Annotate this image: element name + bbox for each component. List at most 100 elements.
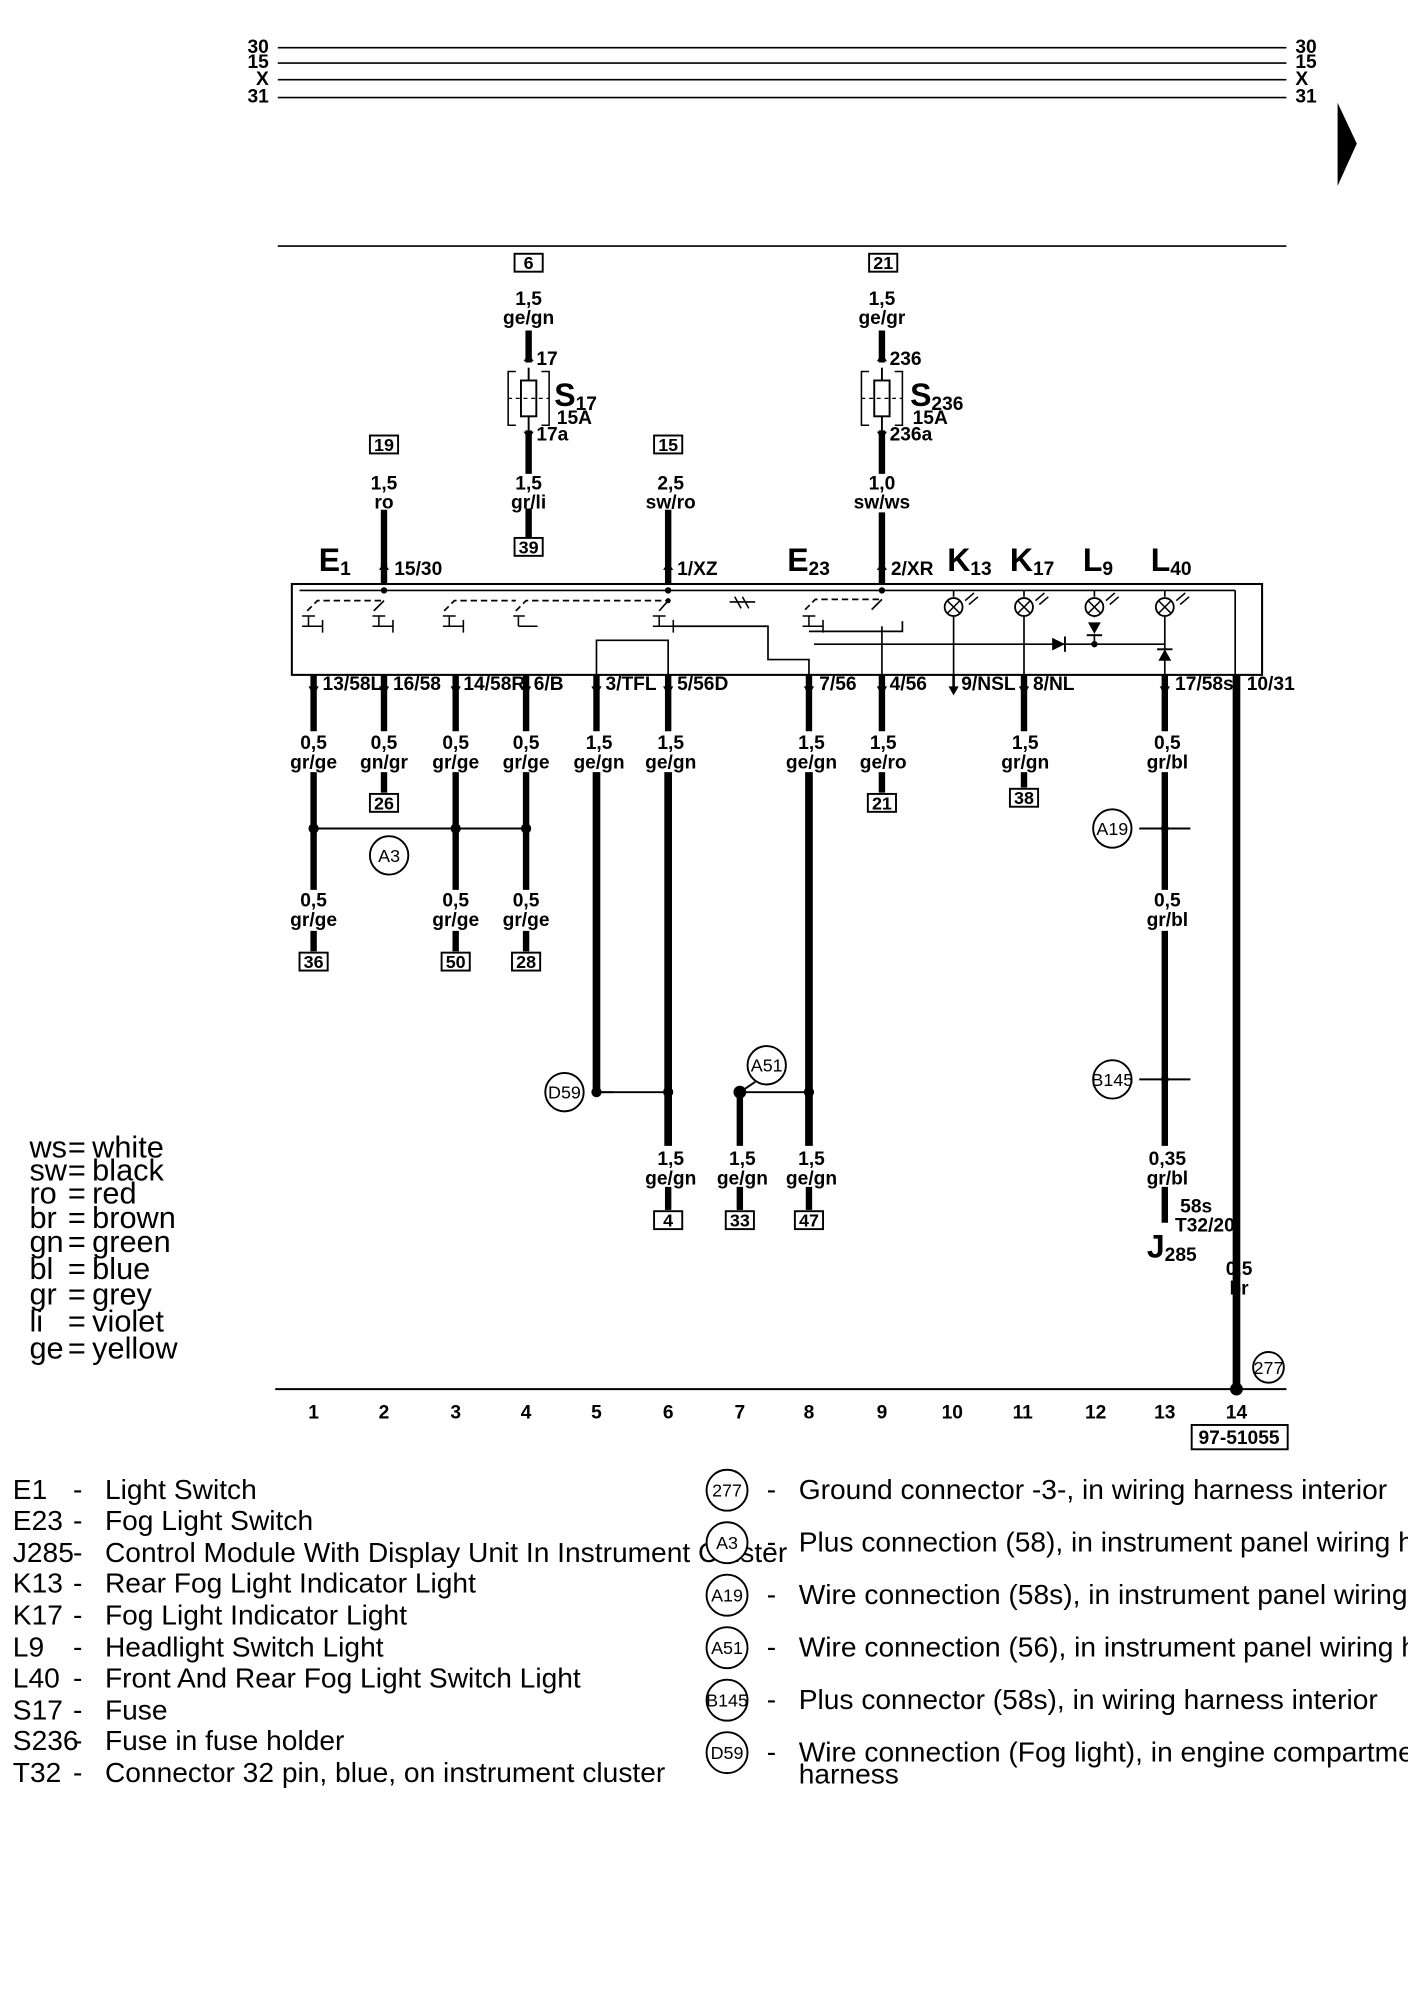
wire-color: gr/gn bbox=[1001, 752, 1049, 773]
wire-size: 1,5 bbox=[798, 1149, 825, 1170]
connection-d59: D59 bbox=[548, 1083, 581, 1103]
color-name: brown bbox=[92, 1200, 176, 1235]
color-equals: = bbox=[68, 1200, 86, 1235]
wire-size: 0,5 bbox=[1154, 733, 1181, 754]
color-name: white bbox=[91, 1129, 164, 1164]
color-name: red bbox=[92, 1176, 136, 1211]
wire-color: gr/bl bbox=[1147, 752, 1189, 773]
wire-size: 1,5 bbox=[1012, 733, 1039, 754]
legend-code: E23 bbox=[13, 1505, 63, 1536]
bus-label-right: 30 bbox=[1295, 37, 1316, 58]
legend-code: E1 bbox=[13, 1474, 47, 1505]
wire-ref: 36 bbox=[304, 952, 324, 972]
connection-277: 277 bbox=[1254, 1358, 1284, 1378]
wire-color: gr/ge bbox=[503, 752, 550, 773]
wire-color: sw/ro bbox=[646, 492, 696, 513]
diagram-id: 97-51055 bbox=[1198, 1428, 1279, 1449]
bus-label-left: 30 bbox=[247, 37, 268, 58]
bottom-pin-labels: 13/58L 16/58 14/58R 6/B 3/TFL 5/56D 7/56… bbox=[323, 674, 1296, 695]
pin-label: 1/XZ bbox=[677, 559, 718, 580]
legend-dash: - bbox=[767, 1474, 776, 1505]
wire-ref-19: 19 bbox=[374, 435, 394, 455]
wire-size: 1,5 bbox=[515, 473, 542, 494]
legend-code: K17 bbox=[13, 1600, 63, 1631]
component-e23-label: E23 bbox=[787, 542, 830, 580]
legend-desc: Rear Fog Light Indicator Light bbox=[105, 1568, 476, 1599]
legend-circles bbox=[705, 1468, 749, 1775]
color-abbr: ge bbox=[29, 1330, 63, 1365]
legend-desc: Plus connector (58s), in wiring harness … bbox=[799, 1684, 1378, 1715]
pin-label: 15/30 bbox=[394, 559, 442, 580]
pin-label: 8/NL bbox=[1033, 674, 1075, 695]
color-equals: = bbox=[68, 1304, 86, 1339]
legend-dash: - bbox=[73, 1505, 82, 1536]
column-number: 2 bbox=[379, 1403, 390, 1424]
legend-desc: Front And Rear Fog Light Switch Light bbox=[105, 1662, 581, 1693]
top-wiring bbox=[368, 252, 904, 585]
pin-label: 10/31 bbox=[1247, 674, 1295, 695]
top-wire-labels: 6 1,5 ge/gn 21 1,5 ge/gr 19 1,5 ro 15/30… bbox=[371, 253, 964, 580]
legend-dash: - bbox=[73, 1600, 82, 1631]
wire-color: ge/gn bbox=[786, 752, 837, 773]
legend-desc: Wire connection (56), in instrument pane… bbox=[799, 1632, 1408, 1663]
fuse-s17-label: S17 bbox=[554, 377, 597, 415]
wire-ref: 33 bbox=[730, 1211, 750, 1231]
wire-color: gr/ge bbox=[290, 752, 337, 773]
component-legend: E1-Light Switch E23-Fog Light Switch J28… bbox=[13, 1474, 787, 1788]
wire-size: 1,5 bbox=[870, 733, 897, 754]
wire-color: ge/gn bbox=[645, 752, 696, 773]
connection-a19: A19 bbox=[1096, 819, 1128, 839]
wire-size: 1,5 bbox=[798, 733, 825, 754]
column-number: 6 bbox=[663, 1403, 674, 1424]
wire-size: 0,5 bbox=[300, 891, 327, 912]
color-abbr: ws bbox=[28, 1129, 67, 1164]
legend-code: S17 bbox=[13, 1694, 63, 1725]
component-j285-label: J285 bbox=[1147, 1228, 1197, 1266]
column-numbers: 1 2 3 4 5 6 7 8 9 10 11 12 13 14 bbox=[308, 1403, 1247, 1424]
legend-circle-label: B145 bbox=[706, 1691, 748, 1711]
pin-label: 4/56 bbox=[890, 674, 927, 695]
wire-ref-21: 21 bbox=[873, 253, 893, 273]
legend-desc: Connector 32 pin, blue, on instrument cl… bbox=[105, 1757, 665, 1788]
legend-desc: Wire connection (Fog light), in engine c… bbox=[799, 1737, 1408, 1768]
color-equals: = bbox=[68, 1277, 86, 1312]
legend-desc: Wire connection (58s), in instrument pan… bbox=[799, 1579, 1408, 1610]
column-number: 7 bbox=[735, 1403, 746, 1424]
wire-size: 0,5 bbox=[1154, 891, 1181, 912]
lower-wire-labels: 0,5 gr/ge 0,5 gn/gr 26 0,5 gr/ge 0,5 gr/… bbox=[290, 733, 1253, 1299]
bus-label-right: 15 bbox=[1295, 52, 1317, 73]
legend-circle-label: A3 bbox=[716, 1533, 738, 1553]
legend-desc: Fuse bbox=[105, 1694, 168, 1725]
legend-desc: Fog Light Switch bbox=[105, 1505, 313, 1536]
legend-code: L9 bbox=[13, 1632, 44, 1663]
color-abbr: br bbox=[29, 1200, 56, 1235]
bus-labels: 30 15 X 31 30 15 X 31 bbox=[247, 37, 1317, 108]
component-e1-label: E1 bbox=[319, 542, 351, 580]
pin-label: 16/58 bbox=[393, 674, 441, 695]
wire-size: 0,5 bbox=[300, 733, 327, 754]
wire-size: 0,5 bbox=[513, 733, 540, 754]
wire-size: 1,0 bbox=[869, 473, 896, 494]
bus-label-right: X bbox=[1295, 69, 1308, 90]
bus-label-left: X bbox=[256, 69, 269, 90]
legend-dash: - bbox=[767, 1632, 776, 1663]
wire-color: br bbox=[1229, 1278, 1249, 1299]
wire-color: gn/gr bbox=[360, 752, 408, 773]
legend-dash: - bbox=[767, 1579, 776, 1610]
legend-dash: - bbox=[73, 1725, 82, 1756]
pin-label: 3/TFL bbox=[605, 674, 656, 695]
legend-circle-label: 277 bbox=[712, 1481, 742, 1501]
connection-b145: B145 bbox=[1091, 1070, 1133, 1090]
bus-label-right: 31 bbox=[1295, 87, 1317, 108]
color-equals: = bbox=[68, 1152, 86, 1187]
wire-size: 0,35 bbox=[1149, 1149, 1187, 1170]
legend-dash: - bbox=[73, 1474, 82, 1505]
color-abbr: sw bbox=[29, 1152, 67, 1187]
fuse-pin-in: 236 bbox=[890, 349, 922, 370]
color-name: grey bbox=[92, 1277, 152, 1312]
fuse-pin-out: 17a bbox=[536, 425, 568, 446]
connection-a3: A3 bbox=[378, 846, 400, 866]
column-number: 11 bbox=[1013, 1403, 1034, 1424]
legend-desc: Headlight Switch Light bbox=[105, 1632, 384, 1663]
